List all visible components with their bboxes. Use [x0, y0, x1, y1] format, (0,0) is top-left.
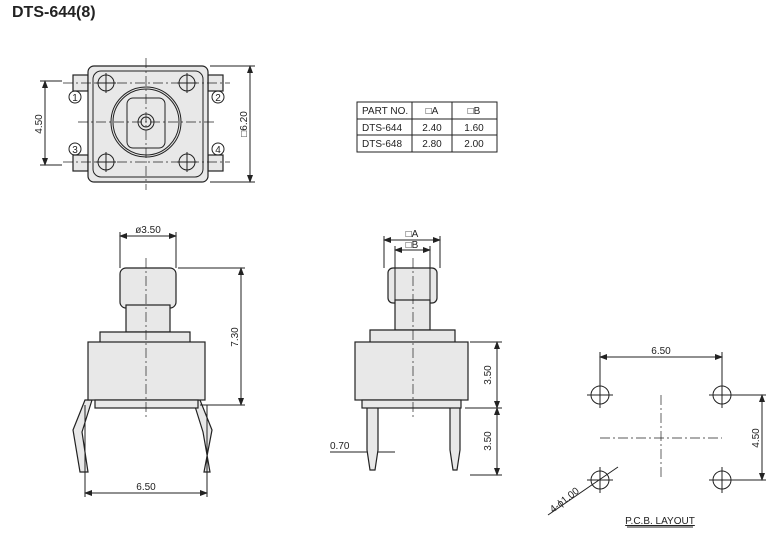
- table-cell: 2.80: [422, 139, 442, 150]
- pcb-dim-x: 6.50: [651, 346, 671, 357]
- dim-lead-width: 0.70: [330, 441, 350, 452]
- front-view: □A □B 3.50 3.50 0.70: [330, 229, 502, 476]
- table-header: PART NO.: [362, 106, 408, 117]
- pcb-dim-y: 4.50: [751, 428, 762, 448]
- table-cell: 1.60: [464, 123, 484, 134]
- dim-height: 7.30: [230, 327, 241, 347]
- dimension-table: PART NO. □A □B DTS-644 2.40 1.60 DTS-648…: [356, 101, 498, 153]
- top-view: 1 2 3 4 4.50 □6.20: [34, 58, 255, 190]
- dim-lead-height: 3.50: [483, 431, 494, 451]
- dim-b: □B: [406, 240, 419, 251]
- table-header: □A: [426, 106, 439, 117]
- pcb-layout-label: P.C.B. LAYOUT: [625, 516, 695, 527]
- dim-pitch: 4.50: [34, 114, 45, 134]
- table-cell: 2.00: [464, 139, 484, 150]
- table-cell: 2.40: [422, 123, 442, 134]
- pin-numbers: 1 2 3 4: [68, 90, 225, 156]
- pcb-hole-spec: 4-ϕ1.00: [548, 486, 582, 516]
- pin-1-label: 1: [72, 93, 78, 104]
- table-header: □B: [468, 106, 481, 117]
- dim-width: 6.50: [136, 482, 156, 493]
- dim-a: □A: [406, 229, 419, 240]
- part-title: DTS-644(8): [12, 4, 96, 21]
- pin-3-label: 3: [72, 145, 78, 156]
- table-cell: DTS-644: [362, 123, 402, 134]
- dim-actuator-diameter: ø3.50: [135, 225, 161, 236]
- dim-body-height: 3.50: [483, 365, 494, 385]
- table-cell: DTS-648: [362, 139, 402, 150]
- pin-2-label: 2: [215, 93, 221, 104]
- pin-4-label: 4: [215, 145, 221, 156]
- side-view: ø3.50 7.30 6.50: [72, 225, 245, 497]
- dim-body: □6.20: [239, 111, 250, 137]
- pcb-layout: 6.50 4.50 4-ϕ1.00 P.C.B. LAYOUT: [547, 346, 766, 528]
